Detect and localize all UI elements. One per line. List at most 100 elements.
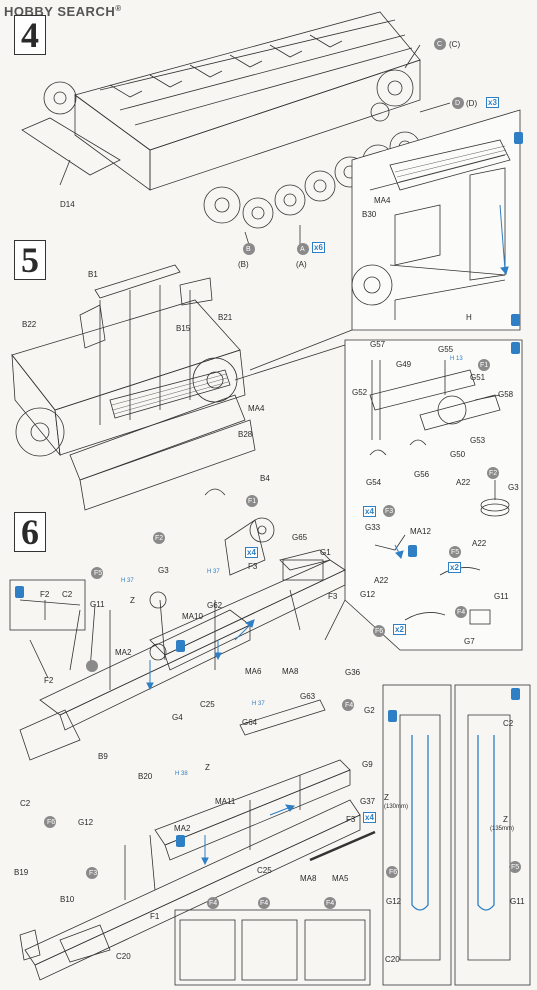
rear-plate — [69, 394, 246, 481]
label-g11-detail: G11 — [494, 592, 509, 601]
label-f6-s6: F6 — [47, 819, 56, 826]
part-g65 — [282, 559, 324, 581]
part-b10 — [59, 924, 111, 963]
label-d: D — [455, 100, 461, 107]
label-g11-right: G11 — [510, 897, 525, 906]
label-f2-s6: F2 — [155, 535, 164, 542]
detail-panel-outline — [344, 339, 523, 651]
multiplier-f3-detail: x4 — [363, 506, 376, 517]
label-g12-detail: G12 — [360, 590, 376, 599]
tow-cable-left — [411, 735, 429, 911]
label-z-s6: Z — [130, 596, 135, 605]
step6-upper-arrows — [109, 589, 301, 690]
label-ma11: MA11 — [215, 797, 236, 806]
label-c2-s6: C2 — [20, 799, 31, 808]
label-inset-f2: F2 — [40, 590, 50, 599]
suspension-arms — [109, 34, 343, 98]
multiplier-a: x6 — [312, 242, 325, 253]
label-ma8-s6: MA8 — [282, 667, 299, 676]
label-f4-inset-b: F4 — [260, 900, 269, 907]
label-b9: B9 — [98, 752, 108, 761]
label-g55: G55 — [438, 345, 454, 354]
label-ma2b-s6: MA2 — [174, 824, 191, 833]
callout-line-b — [234, 344, 346, 381]
cement-bottle-icons — [15, 132, 523, 847]
part-g50 — [419, 394, 501, 431]
label-g11-s6: G11 — [90, 600, 105, 609]
label-g49: G49 — [396, 360, 412, 369]
label-a22-3: A22 — [374, 576, 389, 585]
label-g51: G51 — [470, 373, 486, 382]
label-g9: G9 — [362, 760, 373, 769]
label-g56: G56 — [414, 470, 430, 479]
step-number-6: 6 — [14, 512, 46, 552]
note-h-detail: H 13 — [450, 356, 463, 362]
inset-panel-outline — [351, 109, 521, 331]
label-b30: B30 — [362, 210, 377, 219]
side-panel-right-outline — [454, 684, 531, 986]
label-ma8b-s6: MA8 — [300, 874, 317, 883]
label-c20-s6: C20 — [116, 952, 131, 961]
label-f2-bottom: F2 — [44, 676, 54, 685]
part-b19 — [19, 929, 41, 961]
label-g4: G4 — [172, 713, 183, 722]
label-g37: G37 — [360, 797, 376, 806]
label-ma12: MA12 — [410, 527, 431, 536]
part-b4 — [204, 488, 226, 496]
label-c: C — [437, 41, 443, 48]
label-b22: B22 — [22, 320, 37, 329]
label-g33: G33 — [365, 523, 381, 532]
multiplier-f5-detail: x2 — [448, 562, 461, 573]
multiplier-d: x3 — [486, 97, 499, 108]
label-f3b-s6: F3 — [328, 592, 338, 601]
label-g2: G2 — [364, 706, 375, 715]
label-ma2-s6: MA2 — [115, 648, 132, 657]
multiplier-f6-detail: x2 — [393, 624, 406, 635]
multiplier-g-s6: x4 — [245, 547, 258, 558]
label-f1-s6: F1 — [248, 498, 257, 505]
note-h38: H 38 — [175, 771, 188, 777]
label-b15: B15 — [176, 324, 191, 333]
label-z-right: Z — [503, 815, 508, 824]
part-c2 — [19, 709, 81, 761]
label-f3d-s6: F3 — [89, 870, 98, 877]
label-g12-s6: G12 — [78, 818, 94, 827]
label-g36: G36 — [345, 668, 361, 677]
label-f4-inset-a: F4 — [209, 900, 218, 907]
step-number-4: 4 — [14, 15, 46, 55]
hull-side-front — [74, 94, 151, 191]
label-f5-detail: F5 — [451, 549, 460, 556]
registered-mark: ® — [115, 4, 122, 13]
label-g57: G57 — [370, 340, 386, 349]
label-c20-left: C20 — [385, 955, 400, 964]
label-ma5: MA5 — [332, 874, 349, 883]
label-z-left: Z — [384, 793, 389, 802]
label-b-paren: (B) — [238, 260, 249, 269]
label-c-paren: (C) — [449, 40, 461, 49]
label-g65: G65 — [292, 533, 308, 542]
label-b19: B19 — [14, 868, 29, 877]
part-f1-assembly — [224, 519, 266, 576]
label-f4-s6: F4 — [345, 702, 354, 709]
part-circle-markers — [44, 38, 521, 909]
label-f4-detail: F4 — [457, 609, 466, 616]
label-b1: B1 — [88, 270, 98, 279]
part-g49 — [369, 369, 476, 411]
hull-top-outline — [74, 11, 421, 151]
label-b10: B10 — [60, 895, 75, 904]
label-f5-s6: F5 — [94, 570, 103, 577]
engine-deck-grille — [389, 139, 511, 191]
label-ma4-inset: MA4 — [374, 196, 391, 205]
label-g53: G53 — [470, 436, 486, 445]
step-number-5: 5 — [14, 240, 46, 280]
label-b4: B4 — [260, 474, 270, 483]
label-g62: G62 — [207, 601, 223, 610]
label-f3-detail: F3 — [385, 508, 394, 515]
label-b20: B20 — [138, 772, 153, 781]
note-h37-1: H 37 — [121, 578, 134, 584]
label-g64: G64 — [242, 718, 258, 727]
label-f4-inset-c: F4 — [326, 900, 335, 907]
label-z2-s6: Z — [205, 763, 210, 772]
